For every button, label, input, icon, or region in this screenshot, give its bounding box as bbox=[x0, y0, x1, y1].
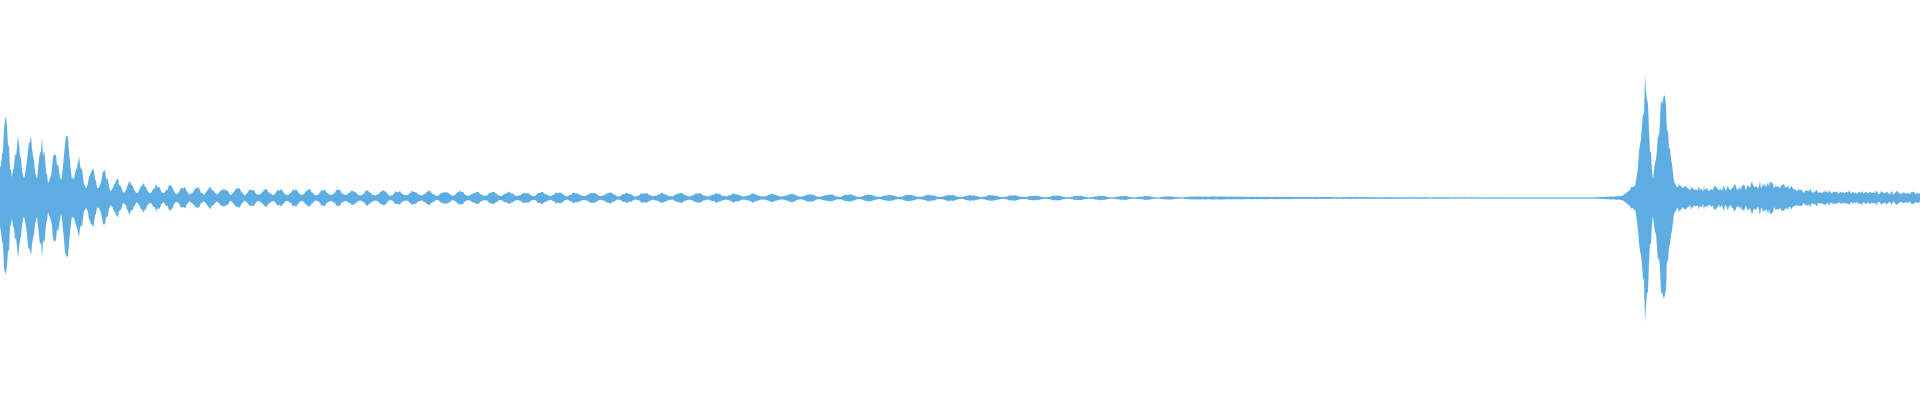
waveform-path bbox=[0, 74, 1920, 323]
